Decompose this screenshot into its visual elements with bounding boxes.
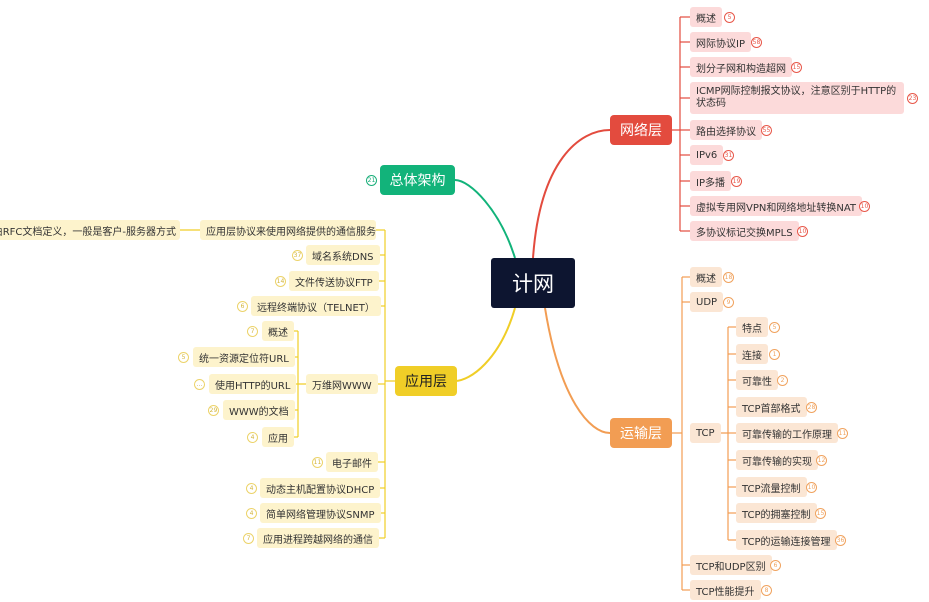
network-item-multicast[interactable]: IP多播 bbox=[690, 171, 731, 191]
root-node[interactable]: 计网 bbox=[491, 258, 575, 308]
transport-item-tcp-vs-udp[interactable]: TCP和UDP区别 bbox=[690, 555, 772, 575]
transport-item-count: 8 bbox=[761, 585, 772, 596]
network-item-count: 31 bbox=[723, 150, 734, 161]
www-item-count: ... bbox=[194, 379, 205, 390]
www-item-url[interactable]: 统一资源定位符URL bbox=[193, 347, 295, 367]
app-item-process-comm[interactable]: 应用进程跨越网络的通信 bbox=[257, 528, 379, 548]
tcp-item-count: 1 bbox=[769, 349, 780, 360]
network-item-ipv6[interactable]: IPv6 bbox=[690, 145, 724, 165]
app-item-count: 6 bbox=[237, 301, 248, 312]
app-item-dhcp[interactable]: 动态主机配置协议DHCP bbox=[260, 478, 381, 498]
app-item-email[interactable]: 电子邮件 bbox=[326, 452, 378, 472]
network-item-count: 5 bbox=[724, 12, 735, 23]
app-item-count: 7 bbox=[243, 533, 254, 544]
transport-item-tcp[interactable]: TCP bbox=[690, 423, 721, 443]
overview-node[interactable]: 总体架构 bbox=[380, 165, 455, 195]
tcp-item-reliable-principle[interactable]: 可靠传输的工作原理 bbox=[736, 423, 838, 443]
app-item-count: 4 bbox=[246, 483, 257, 494]
edge-application-bracket bbox=[384, 230, 395, 538]
tcp-item-count: 2 bbox=[777, 375, 788, 386]
network-item-count: 15 bbox=[791, 62, 802, 73]
tcp-item-count: 10 bbox=[806, 482, 817, 493]
tcp-item-count: 28 bbox=[806, 402, 817, 413]
network-item-count: 19 bbox=[731, 176, 742, 187]
edge-www-bracket bbox=[297, 331, 306, 437]
network-item-routing[interactable]: 路由选择协议 bbox=[690, 120, 762, 140]
app-item-www[interactable]: 万维网WWW bbox=[306, 374, 378, 394]
app-item-count: 37 bbox=[292, 250, 303, 261]
transport-item-count: 6 bbox=[770, 560, 781, 571]
tcp-item-reliability[interactable]: 可靠性 bbox=[736, 370, 778, 390]
network-item-count: 10 bbox=[859, 201, 870, 212]
tcp-item-connection-mgmt[interactable]: TCP的运输连接管理 bbox=[736, 530, 837, 550]
tcp-item-count: 36 bbox=[835, 535, 846, 546]
network-layer-node[interactable]: 网络层 bbox=[610, 115, 672, 145]
www-item-count: 7 bbox=[247, 326, 258, 337]
tcp-item-count: 5 bbox=[769, 322, 780, 333]
transport-item-overview[interactable]: 概述 bbox=[690, 267, 722, 287]
www-item-applications[interactable]: 应用 bbox=[262, 427, 294, 447]
app-item-dns[interactable]: 域名系统DNS bbox=[306, 245, 380, 265]
www-item-count: 4 bbox=[247, 432, 258, 443]
tcp-item-header-format[interactable]: TCP首部格式 bbox=[736, 397, 807, 417]
transport-item-count: 9 bbox=[723, 297, 734, 308]
tcp-item-count: 15 bbox=[815, 508, 826, 519]
network-item-count: 58 bbox=[751, 37, 762, 48]
edge-root-overview bbox=[454, 179, 516, 259]
overview-count-badge: 21 bbox=[366, 175, 377, 186]
network-item-ip[interactable]: 网际协议IP bbox=[690, 32, 751, 52]
tcp-item-connection[interactable]: 连接 bbox=[736, 344, 768, 364]
app-item-telnet[interactable]: 远程终端协议（TELNET） bbox=[251, 296, 381, 316]
www-item-count: 29 bbox=[208, 405, 219, 416]
network-item-count: 55 bbox=[761, 125, 772, 136]
tcp-item-count: 12 bbox=[816, 455, 827, 466]
network-item-mpls[interactable]: 多协议标记交换MPLS bbox=[690, 221, 799, 241]
edge-root-network bbox=[532, 129, 611, 259]
www-item-documents[interactable]: WWW的文档 bbox=[223, 400, 295, 420]
app-item-count: 14 bbox=[275, 276, 286, 287]
www-item-count: 5 bbox=[178, 352, 189, 363]
application-layer-node[interactable]: 应用层 bbox=[395, 366, 457, 396]
app-item-count: 4 bbox=[246, 508, 257, 519]
app-item-snmp[interactable]: 简单网络管理协议SNMP bbox=[260, 503, 381, 523]
app-item-count: 11 bbox=[312, 457, 323, 468]
app-protocol-note[interactable]: 由RFC文档定义，一般是客户-服务器方式 bbox=[0, 220, 180, 240]
network-item-count: 10 bbox=[797, 226, 808, 237]
tcp-item-flow-control[interactable]: TCP流量控制 bbox=[736, 477, 807, 497]
edge-root-transport bbox=[544, 307, 611, 434]
network-item-subnet[interactable]: 划分子网和构造超网 bbox=[690, 57, 792, 77]
tcp-item-reliable-impl[interactable]: 可靠传输的实现 bbox=[736, 450, 818, 470]
edge-root-application bbox=[454, 307, 516, 382]
network-item-vpn-nat[interactable]: 虚拟专用网VPN和网络地址转换NAT bbox=[690, 196, 863, 216]
app-item-ftp[interactable]: 文件传送协议FTP bbox=[289, 271, 379, 291]
network-item-overview[interactable]: 概述 bbox=[690, 7, 722, 27]
tcp-item-features[interactable]: 特点 bbox=[736, 317, 768, 337]
network-item-icmp[interactable]: ICMP网际控制报文协议，注意区别于HTTP的状态码 bbox=[690, 82, 904, 114]
transport-item-udp[interactable]: UDP bbox=[690, 292, 724, 312]
network-item-count: 23 bbox=[907, 93, 918, 104]
tcp-item-count: 11 bbox=[837, 428, 848, 439]
tcp-item-congestion[interactable]: TCP的拥塞控制 bbox=[736, 503, 817, 523]
transport-layer-node[interactable]: 运输层 bbox=[610, 418, 672, 448]
transport-item-count: 18 bbox=[723, 272, 734, 283]
app-item-protocol[interactable]: 应用层协议来使用网络提供的通信服务 bbox=[200, 220, 376, 240]
www-item-overview[interactable]: 概述 bbox=[262, 321, 294, 341]
transport-item-tcp-perf[interactable]: TCP性能提升 bbox=[690, 580, 761, 600]
www-item-http-url[interactable]: 使用HTTP的URL bbox=[209, 374, 297, 394]
